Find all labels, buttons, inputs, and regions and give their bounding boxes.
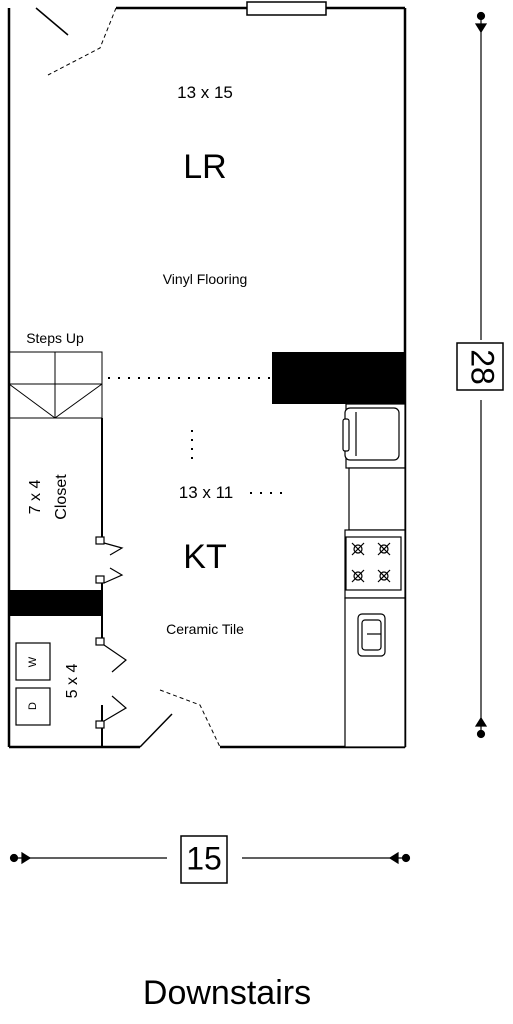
height-dimension-line	[474, 11, 488, 739]
dryer: D	[15, 687, 51, 726]
svg-text:D: D	[27, 702, 39, 710]
window	[246, 1, 327, 16]
closet-size: 7 x 4	[27, 480, 44, 515]
lr-name: LR	[183, 148, 226, 186]
width-dimension-line	[9, 851, 411, 865]
sink	[357, 613, 386, 657]
closet-wall-solid	[9, 590, 102, 616]
washer: W	[15, 642, 51, 681]
lr-size: 13 x 15	[177, 83, 233, 102]
width-dimension-box	[180, 835, 228, 884]
height-dimension: 28	[465, 349, 501, 385]
closet-door	[95, 536, 124, 584]
laundry-door	[95, 637, 128, 729]
svg-text:W: W	[27, 656, 39, 667]
kt-size: 13 x 11	[179, 483, 234, 502]
laundry-size: 5 x 4	[64, 664, 81, 699]
kitchen-counter-block	[272, 352, 405, 404]
burner	[351, 542, 365, 556]
back-door	[139, 689, 221, 748]
plan-caption: Downstairs	[143, 974, 311, 1012]
refrigerator	[342, 407, 400, 461]
stairs	[8, 351, 103, 419]
burner	[377, 569, 391, 583]
burner	[351, 569, 365, 583]
stove	[345, 536, 402, 591]
height-dimension-box	[456, 342, 504, 391]
steps-up-label: Steps Up	[26, 330, 84, 346]
width-dimension: 15	[186, 840, 222, 876]
kt-flooring: Ceramic Tile	[166, 621, 244, 637]
kt-name: KT	[183, 538, 226, 576]
lr-flooring: Vinyl Flooring	[163, 271, 248, 287]
closet-name: Closet	[53, 474, 70, 520]
burner	[377, 542, 391, 556]
front-door	[35, 7, 117, 76]
